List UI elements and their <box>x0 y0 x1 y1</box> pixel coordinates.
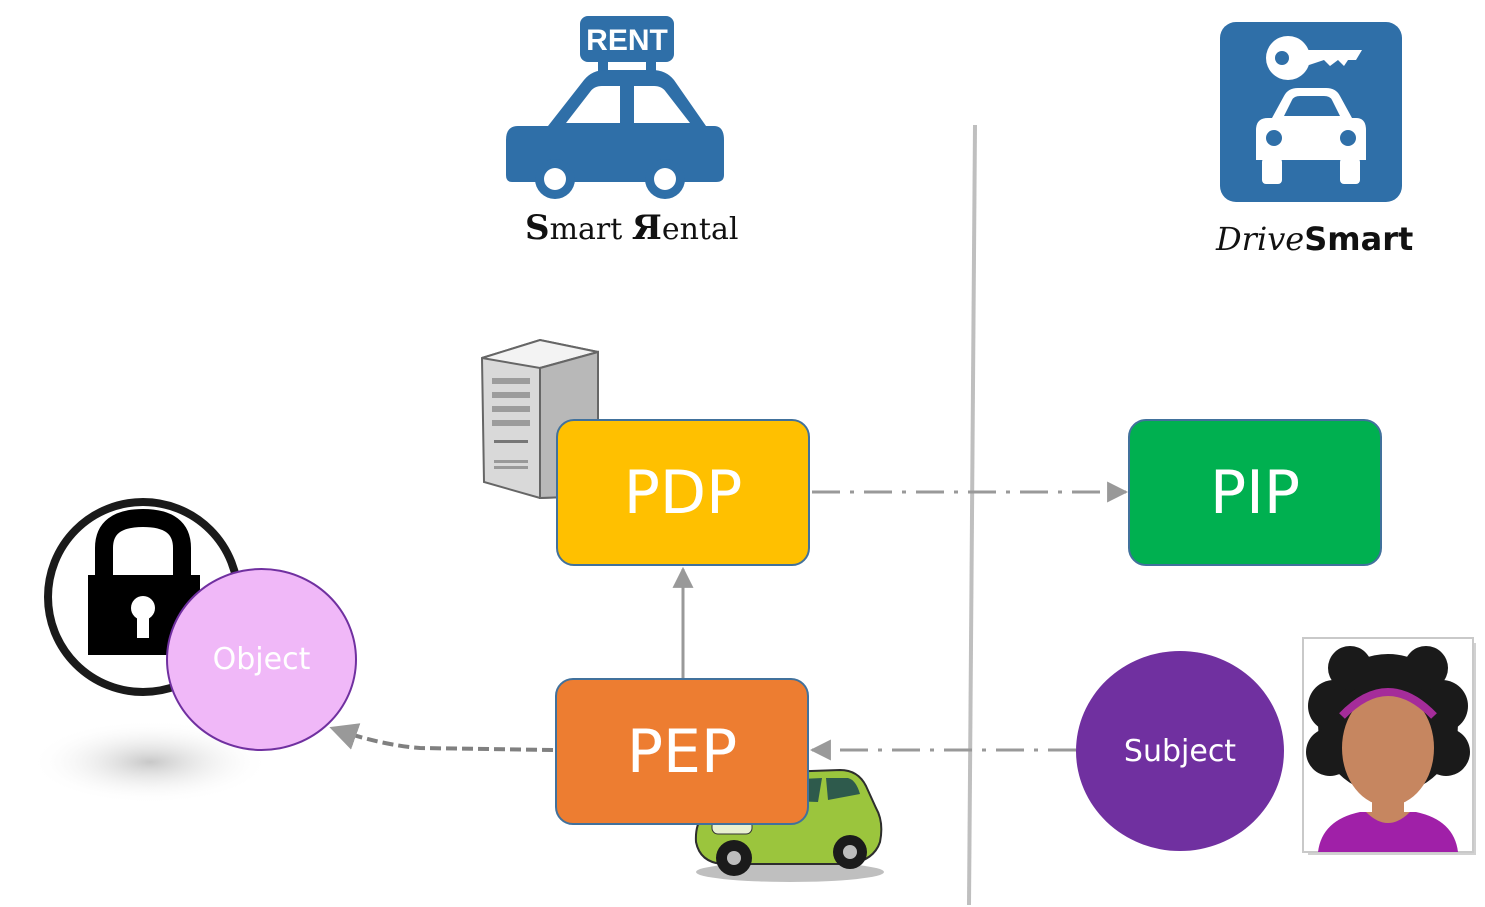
pdp-box[interactable]: PDP <box>556 419 810 566</box>
pep-label: PEP <box>626 716 738 787</box>
smart-rental-r: Я <box>631 208 662 248</box>
key-car-icon <box>1220 22 1402 202</box>
subject-circle[interactable]: Subject <box>1076 651 1284 851</box>
pep-to-object-connector <box>329 723 554 752</box>
divider-line <box>967 124 977 906</box>
pep-box[interactable]: PEP <box>555 678 809 825</box>
subject-label: Subject <box>1123 733 1237 769</box>
object-shadow <box>30 720 270 804</box>
smart-rental-s: S <box>525 208 550 248</box>
smart-rental-ental: ental <box>661 212 739 247</box>
object-label: Object <box>212 642 311 677</box>
drive-smart-smart: Smart <box>1304 220 1414 258</box>
rent-car-icon: RENT <box>506 16 724 199</box>
drive-smart-drive: Drive <box>1216 220 1305 258</box>
drive-smart-logo-text: DriveSmart <box>1216 220 1413 258</box>
person-photo-icon <box>1302 637 1476 855</box>
rent-sign-label: RENT <box>586 24 668 57</box>
pip-label: PIP <box>1209 457 1301 528</box>
pdp-label: PDP <box>623 457 743 528</box>
object-circle[interactable]: Object <box>166 568 357 751</box>
smart-rental-logo-text: Smart Яental <box>525 208 738 248</box>
smart-rental-mart: mart <box>549 212 632 247</box>
pip-box[interactable]: PIP <box>1128 419 1382 566</box>
